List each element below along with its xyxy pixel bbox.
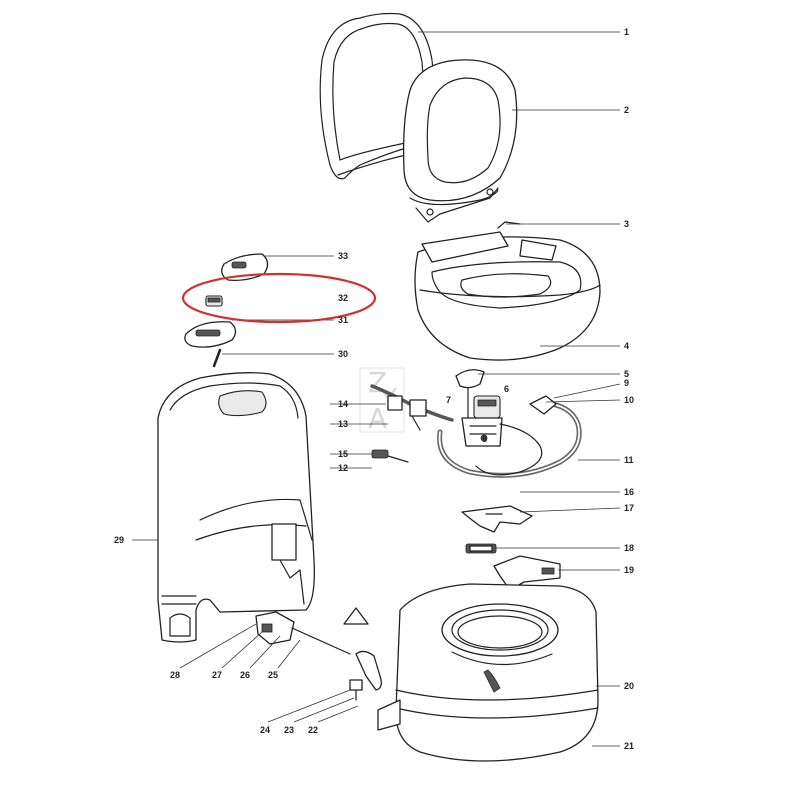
- label-13: 13: [338, 419, 348, 429]
- label-18: 18: [624, 543, 634, 553]
- part-31-panel: [184, 321, 237, 348]
- highlight-ellipse: [181, 272, 377, 324]
- label-25: 25: [268, 670, 278, 680]
- label-9: 9: [624, 378, 629, 388]
- part-11-flush-hose: [437, 395, 582, 478]
- part-32-button: [205, 295, 223, 307]
- label-31: 31: [338, 315, 348, 325]
- label-16: 16: [624, 487, 634, 497]
- label-27: 27: [212, 670, 222, 680]
- part-30-pin: [212, 348, 222, 368]
- callout-labels: 1 2 3 4 5 6 7 8 9 10 11 12 13 14 15 16 1…: [114, 27, 634, 751]
- part-5-8-valve-assembly: [455, 369, 503, 447]
- label-32: 32: [338, 293, 348, 303]
- label-11: 11: [624, 455, 634, 465]
- part-19-slider: [493, 555, 561, 591]
- label-21: 21: [624, 741, 634, 751]
- label-33: 33: [338, 251, 348, 261]
- label-19: 19: [624, 565, 634, 575]
- label-1: 1: [624, 27, 629, 37]
- label-7: 7: [446, 395, 451, 405]
- watermark-letter-a: A: [368, 402, 387, 435]
- label-30: 30: [338, 349, 348, 359]
- label-8: 8: [482, 434, 487, 444]
- part-20-21-waste-tank: [377, 583, 599, 762]
- label-10: 10: [624, 395, 634, 405]
- label-29: 29: [114, 535, 124, 545]
- part-29-housing: [157, 372, 315, 643]
- leader-lines: [132, 31, 621, 747]
- label-17: 17: [624, 503, 634, 513]
- label-15: 15: [338, 449, 348, 459]
- label-3: 3: [624, 219, 629, 229]
- label-20: 20: [624, 681, 634, 691]
- label-5: 5: [624, 369, 629, 379]
- label-22: 22: [308, 725, 318, 735]
- label-12: 12: [338, 463, 348, 473]
- label-14: 14: [338, 399, 348, 409]
- label-28: 28: [170, 670, 180, 680]
- label-23: 23: [284, 725, 294, 735]
- part-18-seal: [465, 543, 497, 554]
- part-24-28-mechanism: [255, 607, 382, 701]
- part-17-plate: [461, 505, 533, 533]
- part-4-bowl-top: [414, 221, 601, 361]
- label-24: 24: [260, 725, 270, 735]
- part-12-15-clips: [371, 449, 409, 463]
- label-26: 26: [240, 670, 250, 680]
- label-6: 6: [504, 384, 509, 394]
- part-13-14-hose-inlet: [370, 384, 454, 431]
- label-4: 4: [624, 341, 629, 351]
- label-2: 2: [624, 105, 629, 115]
- part-2-seat: [402, 59, 518, 223]
